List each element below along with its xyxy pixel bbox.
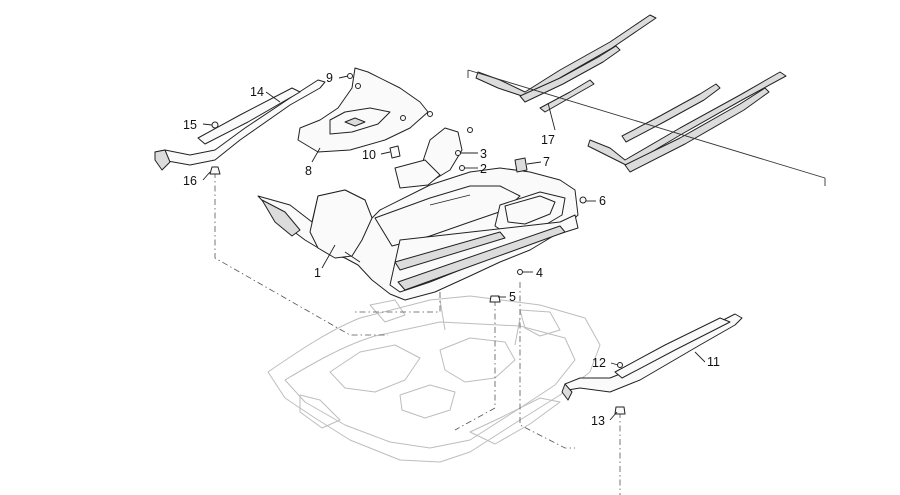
callout-1: 1 [314,266,321,280]
part-11-right-rail [561,313,743,401]
assembly-lines [214,172,621,495]
callout-3: 3 [480,147,487,161]
callout-13: 13 [591,414,605,428]
callout-11: 11 [707,355,720,369]
callout-15: 15 [183,118,197,132]
part-14-left-rail [154,79,326,171]
callouts: 1 2 3 4 5 6 7 8 9 10 11 12 13 14 15 16 1… [183,71,720,428]
callout-12: 12 [592,356,606,370]
part-1-floorboard [257,127,579,301]
callout-10: 10 [362,148,376,162]
leader-lines [202,75,706,421]
kit-bracket [467,69,826,186]
callout-7: 7 [543,155,550,169]
callout-17: 17 [541,133,555,147]
hardware [209,73,626,415]
callout-16: 16 [183,174,197,188]
callout-14: 14 [250,85,264,99]
part-8-cover-panel [297,67,429,153]
callout-5: 5 [509,290,516,304]
part-17-mat-kit [475,14,787,173]
callout-2: 2 [480,162,487,176]
callout-6: 6 [599,194,606,208]
ghost-frame [267,295,601,463]
callout-8: 8 [305,164,312,178]
callout-4: 4 [536,266,543,280]
callout-9: 9 [326,71,333,85]
